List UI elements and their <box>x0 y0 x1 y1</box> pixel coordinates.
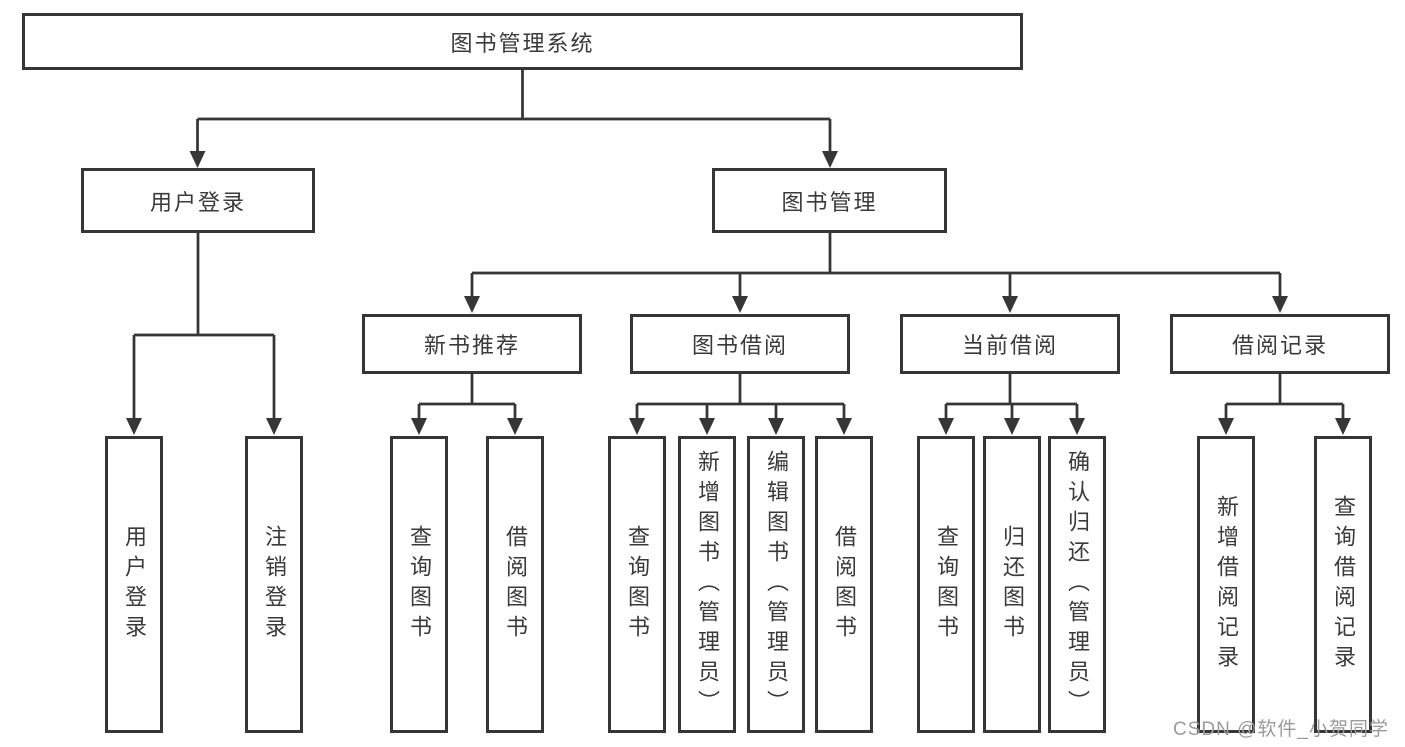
leaf-borrow-books-recommend: 借阅图书 <box>486 436 544 733</box>
leaf-user-login: 用户登录 <box>105 436 163 733</box>
leaf-add-books-admin: 新增图书（管理员） <box>678 436 736 733</box>
node-label: 新增借阅记录 <box>1214 494 1239 675</box>
node-label: 借阅图书 <box>832 524 857 645</box>
leaf-query-books-borrowing: 查询图书 <box>608 436 666 733</box>
arrowheads <box>126 151 1351 435</box>
node-borrowing-records: 借阅记录 <box>1170 314 1390 374</box>
node-label: 新增图书（管理员） <box>695 449 720 720</box>
node-label: 用户登录 <box>122 524 147 645</box>
node-current-borrowing: 当前借阅 <box>900 314 1120 374</box>
node-label: 编辑图书（管理员） <box>764 449 789 720</box>
leaf-query-books-current: 查询图书 <box>917 436 975 733</box>
leaf-edit-books-admin: 编辑图书（管理员） <box>747 436 805 733</box>
node-user-login: 用户登录 <box>81 168 315 233</box>
node-label: 借阅图书 <box>503 524 528 645</box>
leaf-confirm-return-admin: 确认归还（管理员） <box>1048 436 1106 733</box>
node-label: 查询借阅记录 <box>1331 494 1356 675</box>
watermark-text: CSDN @软件_小贺同学 <box>1173 719 1389 740</box>
node-book-management: 图书管理 <box>712 168 947 233</box>
node-label: 注销登录 <box>262 524 287 645</box>
node-book-borrowing: 图书借阅 <box>630 314 850 374</box>
node-label: 查询图书 <box>934 524 959 645</box>
node-label: 查询图书 <box>407 524 432 645</box>
node-label: 查询图书 <box>625 524 650 645</box>
leaf-borrow-books: 借阅图书 <box>815 436 873 733</box>
leaf-add-borrow-record: 新增借阅记录 <box>1197 436 1255 733</box>
node-new-book-recommendation: 新书推荐 <box>362 314 582 374</box>
node-library-management-system: 图书管理系统 <box>22 13 1023 70</box>
leaf-query-borrow-record: 查询借阅记录 <box>1314 436 1372 733</box>
leaf-logout-login: 注销登录 <box>245 436 303 733</box>
leaf-return-books: 归还图书 <box>983 436 1041 733</box>
node-label: 归还图书 <box>1000 524 1025 645</box>
node-label: 确认归还（管理员） <box>1065 449 1090 720</box>
leaf-query-books-recommend: 查询图书 <box>390 436 448 733</box>
